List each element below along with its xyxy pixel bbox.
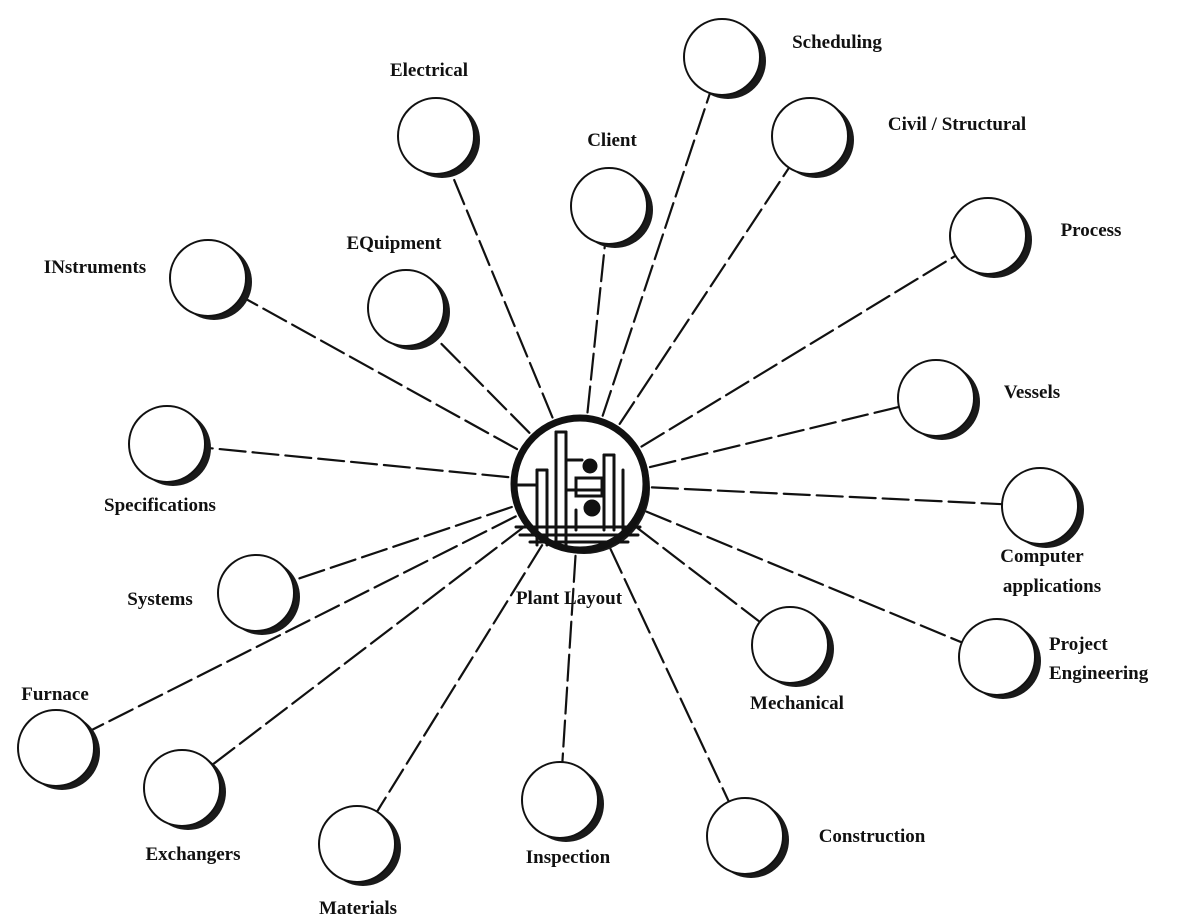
node-circle [1001, 467, 1079, 545]
connector-instruments [225, 287, 519, 451]
connector-scheduling [601, 75, 717, 417]
connector-equipment [419, 321, 531, 434]
node-circle [949, 197, 1027, 275]
connector-project-engineering [645, 510, 979, 651]
node-circle [169, 239, 247, 317]
node-circle [771, 97, 849, 175]
node-circle [367, 269, 445, 347]
node-circle [143, 749, 221, 827]
node-label: Exchangers [146, 844, 241, 865]
connector-process [640, 245, 972, 448]
node-circle [751, 606, 829, 684]
connector-vessels [648, 401, 917, 469]
connector-inspection [560, 554, 577, 781]
node-label: Project [1049, 634, 1108, 655]
node-label: Furnace [21, 684, 89, 705]
node-scheduling: Scheduling [683, 18, 882, 99]
node-electrical: Electrical [390, 60, 480, 178]
node-circle [683, 18, 761, 96]
node-label: Vessels [1004, 382, 1060, 403]
node-circle [958, 618, 1036, 696]
node-label: Mechanical [750, 693, 844, 714]
node-exchangers: Exchangers [143, 749, 241, 865]
node-vessels: Vessels [897, 359, 1060, 440]
node-instruments: INstruments [44, 239, 252, 320]
connectors [73, 75, 1021, 828]
node-inspection: Inspection [521, 761, 611, 868]
connector-specifications [186, 444, 510, 479]
node-label: Electrical [390, 60, 468, 81]
node-label: Inspection [526, 847, 611, 868]
node-label: Engineering [1049, 663, 1149, 684]
node-circle [128, 405, 206, 483]
node-process: Process [949, 197, 1122, 278]
node-label: Computer [1000, 546, 1084, 567]
node-label: Scheduling [792, 32, 882, 53]
node-circle [217, 554, 295, 632]
connector-materials [366, 544, 544, 828]
node-computer-applications: Computer applications [1000, 467, 1101, 597]
node-label: Process [1061, 220, 1122, 241]
plant-icon [514, 430, 642, 547]
node-label: Specifications [104, 495, 216, 516]
node-label: EQuipment [346, 233, 442, 254]
connector-civil-structural [618, 152, 800, 425]
node-mechanical: Mechanical [750, 606, 844, 714]
node-furnace: Furnace [17, 684, 100, 790]
connector-mechanical [635, 526, 775, 634]
node-label: INstruments [44, 257, 146, 278]
node-circle [318, 805, 396, 883]
node-circle [706, 797, 784, 875]
node-circle [897, 359, 975, 437]
node-circle [17, 709, 95, 787]
connector-client [586, 225, 608, 414]
node-circle [521, 761, 599, 839]
connector-electrical [442, 154, 554, 419]
node-materials: Materials [318, 805, 401, 918]
node-label: Client [587, 130, 637, 151]
node-equipment: EQuipment [346, 233, 450, 350]
node-label: Materials [319, 898, 397, 918]
node-label: Systems [127, 589, 192, 610]
node-systems: Systems [127, 554, 300, 635]
node-specifications: Specifications [104, 405, 216, 516]
connector-computer-applications [650, 486, 1021, 507]
node-label: Construction [819, 826, 926, 847]
connector-construction [609, 548, 738, 819]
plant-layout-hub: Plant Layout [510, 414, 650, 609]
connector-exchangers [197, 526, 524, 777]
node-civil-structural: Civil / Structural [771, 97, 1026, 178]
node-circle [397, 97, 475, 175]
node-client: Client [570, 130, 653, 248]
node-label: Civil / Structural [888, 114, 1026, 135]
connector-furnace [73, 515, 517, 740]
hub-label: Plant Layout [516, 588, 623, 609]
node-construction: Construction [706, 797, 926, 878]
node-circle [570, 167, 648, 245]
node-label: applications [1003, 576, 1101, 597]
connector-systems [274, 505, 513, 588]
